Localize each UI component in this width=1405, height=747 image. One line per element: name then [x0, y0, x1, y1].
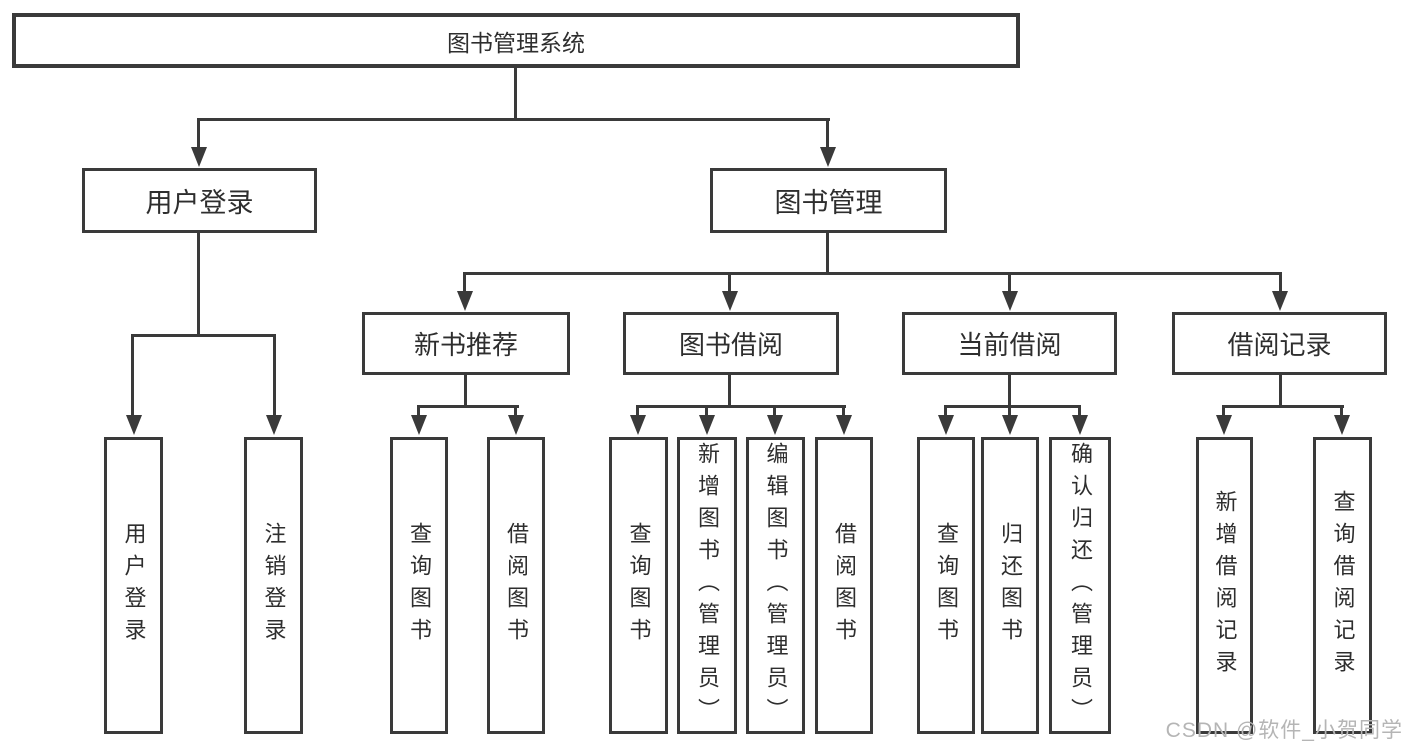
connector-line: [1008, 375, 1011, 408]
connector-line: [131, 334, 276, 337]
connector-line: [417, 405, 420, 421]
connector-line: [131, 334, 134, 419]
connector-line: [1078, 405, 1081, 421]
connector-line: [636, 405, 846, 408]
connector-line: [944, 405, 947, 421]
connector-line: [197, 233, 200, 337]
connector-line: [514, 68, 517, 120]
arrowhead-down: [820, 147, 836, 167]
connector-line: [197, 118, 200, 153]
node-edit-book-admin: 编辑图书（管理员）: [746, 437, 805, 734]
node-current-borrowing: 当前借阅: [902, 312, 1117, 375]
connector-line: [273, 334, 276, 419]
arrowhead-down: [126, 415, 142, 435]
connector-line: [1279, 272, 1282, 297]
connector-line: [417, 405, 519, 408]
node-confirm-return-admin: 确认归还（管理员）: [1049, 437, 1111, 734]
node-book-management: 图书管理: [710, 168, 947, 233]
arrowhead-down: [1272, 291, 1288, 311]
connector-line: [944, 405, 1081, 408]
connector-line: [464, 375, 467, 408]
node-return-books: 归还图书: [981, 437, 1039, 734]
connector-line: [728, 375, 731, 408]
node-label: 注销登录: [261, 521, 287, 650]
node-user-login: 用户登录: [82, 168, 317, 233]
node-label: 查询借阅记录: [1330, 489, 1356, 682]
node-borrow-books-recommend: 借阅图书: [487, 437, 545, 734]
connector-line: [463, 272, 466, 297]
connector-line: [514, 405, 517, 421]
connector-line: [1008, 405, 1011, 421]
node-borrowing-records: 借阅记录: [1172, 312, 1387, 375]
node-add-book-admin: 新增图书（管理员）: [677, 437, 737, 734]
connector-line: [1008, 272, 1011, 297]
arrowhead-down: [1216, 415, 1232, 435]
node-new-book-recommendation: 新书推荐: [362, 312, 570, 375]
arrowhead-down: [836, 415, 852, 435]
arrowhead-down: [767, 415, 783, 435]
arrowhead-down: [191, 147, 207, 167]
connector-line: [773, 405, 776, 421]
node-label: 编辑图书（管理员）: [763, 441, 789, 730]
node-label: 借阅图书: [504, 521, 529, 650]
connector-line: [842, 405, 845, 421]
connector-line: [636, 405, 639, 421]
node-label: 用户登录: [121, 521, 147, 650]
node-query-books-current: 查询图书: [917, 437, 975, 734]
node-book-borrowing: 图书借阅: [623, 312, 839, 375]
arrowhead-down: [699, 415, 715, 435]
node-label: 归还图书: [998, 521, 1023, 650]
arrowhead-down: [266, 415, 282, 435]
node-label: 查询图书: [934, 521, 959, 650]
node-query-books-recommend: 查询图书: [390, 437, 448, 734]
connector-line: [826, 118, 829, 153]
arrowhead-down: [1002, 415, 1018, 435]
node-label: 查询图书: [407, 521, 432, 650]
arrowhead-down: [508, 415, 524, 435]
node-logout: 注销登录: [244, 437, 303, 734]
arrowhead-down: [1072, 415, 1088, 435]
connector-line: [197, 118, 830, 121]
watermark: CSDN @软件_小贺同学: [1165, 719, 1403, 742]
node-user-login-leaf: 用户登录: [104, 437, 163, 734]
connector-line: [1222, 405, 1344, 408]
node-query-borrow-record: 查询借阅记录: [1313, 437, 1372, 734]
connector-line: [1279, 375, 1282, 408]
node-label: 借阅图书: [832, 521, 857, 650]
arrowhead-down: [1002, 291, 1018, 311]
node-label: 确认归还（管理员）: [1068, 441, 1093, 730]
node-borrow-books-borrowing: 借阅图书: [815, 437, 873, 734]
connector-line: [1222, 405, 1225, 421]
connector-line: [463, 272, 1282, 275]
arrowhead-down: [457, 291, 473, 311]
connector-line: [728, 272, 731, 297]
arrowhead-down: [411, 415, 427, 435]
arrowhead-down: [722, 291, 738, 311]
node-query-books-borrowing: 查询图书: [609, 437, 668, 734]
connector-line: [826, 233, 829, 275]
connector-line: [705, 405, 708, 421]
arrowhead-down: [1334, 415, 1350, 435]
arrowhead-down: [938, 415, 954, 435]
node-add-borrow-record: 新增借阅记录: [1196, 437, 1253, 734]
node-label: 新增图书（管理员）: [695, 441, 720, 730]
node-label: 查询图书: [626, 521, 652, 650]
arrowhead-down: [630, 415, 646, 435]
node-label: 新增借阅记录: [1212, 489, 1238, 682]
connector-line: [1340, 405, 1343, 421]
node-library-management-system: 图书管理系统: [12, 13, 1020, 68]
